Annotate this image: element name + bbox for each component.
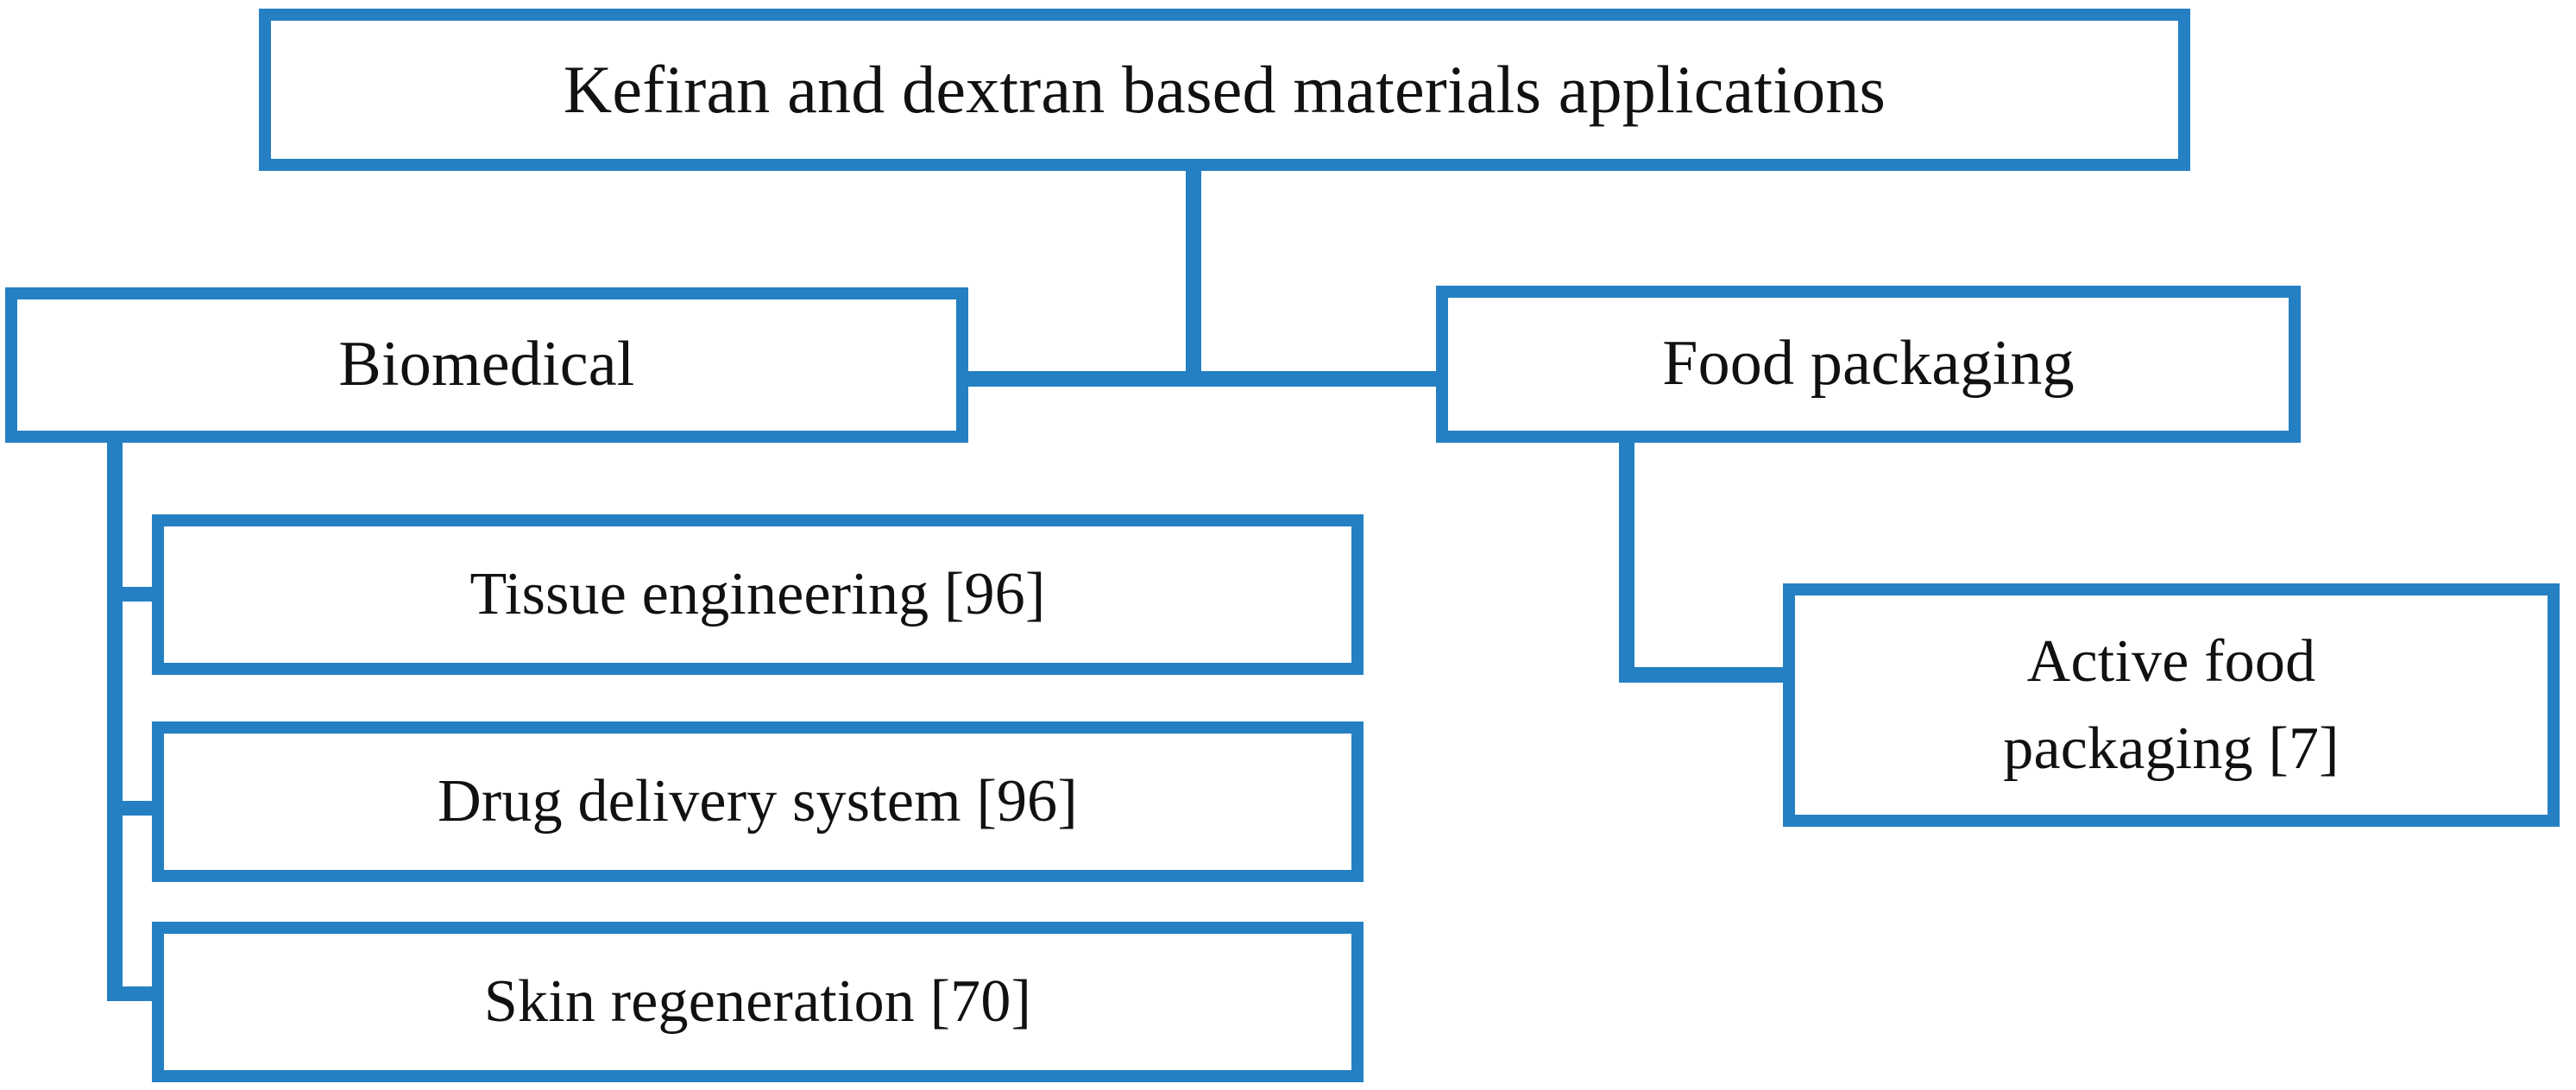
connector-food-packaging-trunk (1619, 433, 1634, 682)
node-tissue-engineering: Tissue engineering [96] (152, 514, 1364, 675)
connector-spine-horizontal (958, 371, 1446, 387)
node-skin-regeneration: Skin regeneration [70] (152, 922, 1364, 1082)
node-active-food-packaging: Active food packaging [7] (1783, 583, 2560, 827)
connector-biomedical-to-skin-regeneration (107, 986, 164, 1001)
connector-food-packaging-to-active-food-packaging (1619, 667, 1792, 683)
connector-biomedical-to-drug-delivery (107, 801, 164, 816)
connector-root-to-spine (1186, 164, 1201, 387)
node-biomedical-label: Biomedical (338, 329, 635, 400)
node-tissue-engineering-label: Tissue engineering [96] (469, 560, 1046, 627)
node-skin-regeneration-label: Skin regeneration [70] (483, 967, 1032, 1035)
connector-biomedical-to-tissue-engineering (107, 587, 164, 602)
node-root-label: Kefiran and dextran based materials appl… (563, 51, 1886, 127)
node-food-packaging: Food packaging (1436, 286, 2301, 443)
node-food-packaging-label: Food packaging (1662, 328, 2075, 400)
node-drug-delivery-system-label: Drug delivery system [96] (438, 767, 1078, 835)
connector-biomedical-trunk (107, 432, 123, 1001)
node-root-kefiran-dextran-applications: Kefiran and dextran based materials appl… (259, 9, 2190, 171)
node-biomedical: Biomedical (5, 287, 968, 443)
node-active-food-packaging-label: Active food packaging [7] (2003, 627, 2340, 783)
node-drug-delivery-system: Drug delivery system [96] (152, 721, 1364, 882)
